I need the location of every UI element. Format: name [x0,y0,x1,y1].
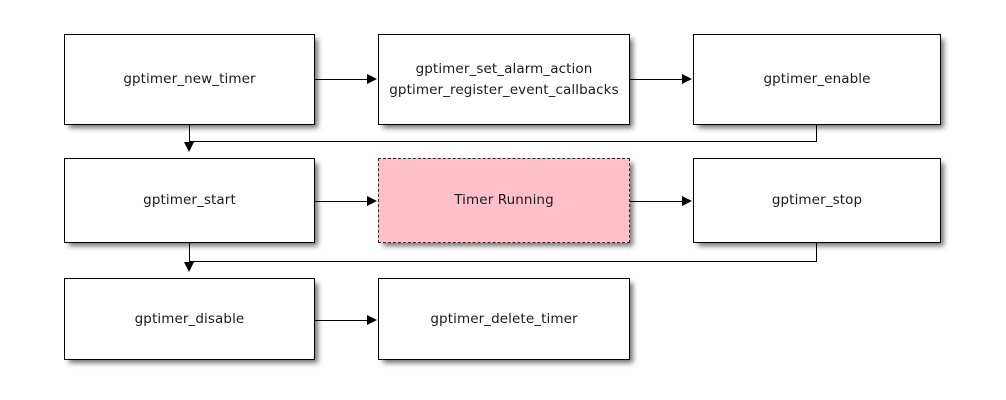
arrowhead-to-stop [682,195,692,206]
node-gptimer-configure[interactable]: gptimer_set_alarm_action gptimer_registe… [378,34,630,125]
node-gptimer-disable[interactable]: gptimer_disable [64,278,315,360]
connector-enable-to-start [189,125,817,142]
arrowhead-to-configure [367,73,377,84]
arrowhead-to-disable [183,262,194,272]
node-label-line: gptimer_disable [134,310,245,327]
node-label-line: gptimer_enable [763,71,871,88]
connector-new-timer-to-configure [315,79,368,80]
node-label-line: gptimer_new_timer [123,71,256,88]
node-label-line: gptimer_register_event_callbacks [389,81,619,98]
arrowhead-to-delete-timer [367,314,377,325]
node-label-line: gptimer_start [143,192,236,209]
node-gptimer-enable[interactable]: gptimer_enable [693,34,941,125]
node-timer-running[interactable]: Timer Running [378,158,630,243]
arrowhead-to-timer-running [367,195,377,206]
connector-start-to-timer-running [315,201,368,202]
connector-disable-to-delete-timer [315,320,368,321]
node-gptimer-start[interactable]: gptimer_start [64,158,315,243]
node-gptimer-new-timer[interactable]: gptimer_new_timer [64,34,315,125]
node-label-line: gptimer_delete_timer [430,310,578,327]
connector-timer-running-to-stop [630,201,683,202]
node-label-line: gptimer_stop [771,192,863,209]
arrowhead-to-enable [682,73,692,84]
arrowhead-to-start [183,142,194,152]
connector-configure-to-enable [630,79,683,80]
node-label-line: Timer Running [454,192,554,209]
node-gptimer-delete-timer[interactable]: gptimer_delete_timer [378,278,630,360]
connector-stop-to-disable [189,243,817,262]
node-gptimer-stop[interactable]: gptimer_stop [693,158,941,243]
node-label-line: gptimer_set_alarm_action [415,60,593,77]
